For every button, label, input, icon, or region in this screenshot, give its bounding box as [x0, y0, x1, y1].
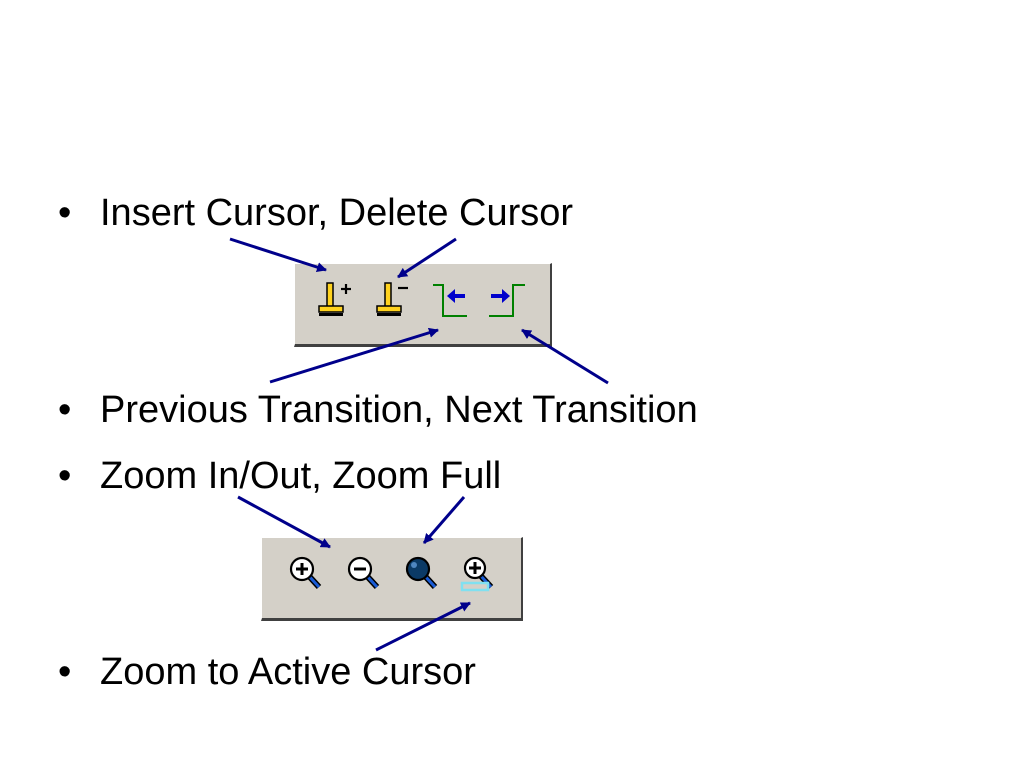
zoom-full-button[interactable]	[404, 554, 444, 594]
bullet-text: Zoom In/Out, Zoom Full	[100, 455, 502, 497]
bullet-dot: •	[58, 192, 72, 234]
bullet-text: Insert Cursor, Delete Cursor	[100, 192, 574, 234]
previous-transition-icon	[433, 284, 467, 317]
zoom-full-icon	[405, 556, 438, 590]
next-transition-button[interactable]	[487, 280, 527, 320]
zoom-to-active-cursor-button[interactable]	[460, 554, 500, 594]
bullet-zoom-active-cursor: • Zoom to Active Cursor	[58, 649, 476, 695]
bullet-zoom-in-out-full: • Zoom In/Out, Zoom Full	[58, 453, 501, 499]
bullet-insert-delete-cursor: • Insert Cursor, Delete Cursor	[58, 190, 573, 236]
cursor-toolbar	[294, 263, 552, 347]
bullet-text: Zoom to Active Cursor	[100, 651, 476, 693]
delete-cursor-icon	[376, 282, 408, 316]
zoom-out-icon	[347, 556, 380, 590]
zoom-in-button[interactable]	[288, 554, 328, 594]
previous-transition-button[interactable]	[431, 280, 471, 320]
bullet-text: Previous Transition, Next Transition	[100, 389, 698, 431]
zoom-in-icon	[289, 556, 322, 590]
zoom-out-button[interactable]	[346, 554, 386, 594]
zoom-to-active-cursor-icon	[460, 556, 494, 592]
zoom-toolbar	[261, 537, 523, 621]
insert-cursor-icon	[318, 282, 351, 316]
bullet-dot: •	[58, 455, 72, 497]
delete-cursor-button[interactable]	[373, 280, 413, 320]
bullet-dot: •	[58, 651, 72, 693]
insert-cursor-button[interactable]	[315, 280, 355, 320]
bullet-transitions: • Previous Transition, Next Transition	[58, 387, 698, 433]
bullet-dot: •	[58, 389, 72, 431]
next-transition-icon	[489, 284, 525, 317]
